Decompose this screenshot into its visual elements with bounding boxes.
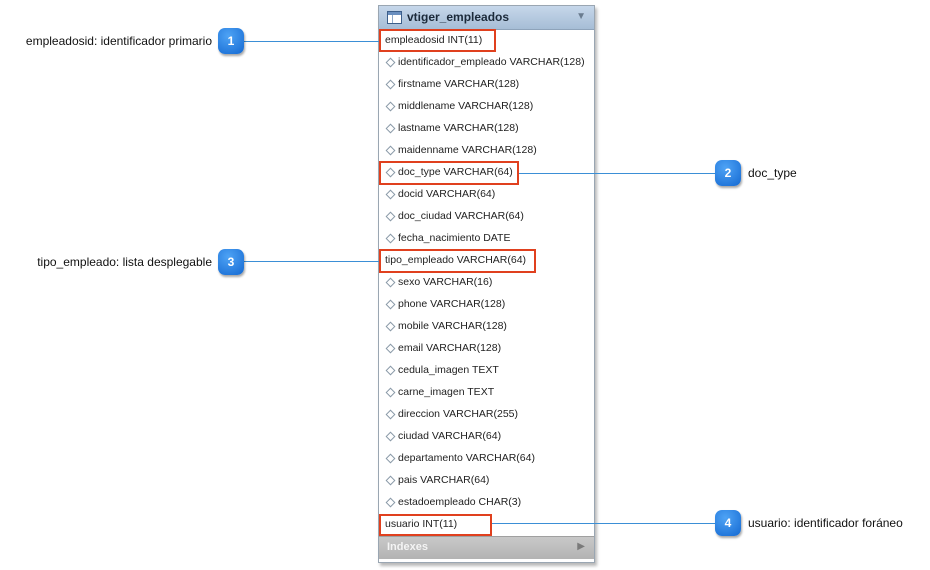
column-diamond-icon [385,299,396,310]
column-diamond-icon [385,145,396,156]
callout-marker-4[interactable]: 4 [715,510,741,536]
indexes-section[interactable]: Indexes ▶ [379,536,594,559]
column-definition: estadoempleado CHAR(3) [398,496,522,508]
table-column-row[interactable]: firstname VARCHAR(128) [379,74,594,96]
column-definition: doc_type VARCHAR(64) [398,166,513,178]
column-diamond-icon [385,79,396,90]
column-definition: docid VARCHAR(64) [398,188,496,200]
column-diamond-icon [385,475,396,486]
column-definition: ciudad VARCHAR(64) [398,430,502,442]
column-diamond-icon [385,497,396,508]
table-icon [387,11,402,24]
callout-marker-2[interactable]: 2 [715,160,741,186]
table-column-row[interactable]: mobile VARCHAR(128) [379,316,594,338]
column-definition: email VARCHAR(128) [398,342,502,354]
column-definition: pais VARCHAR(64) [398,474,490,486]
table-column-row[interactable]: doc_type VARCHAR(64) [379,162,594,184]
column-definition: sexo VARCHAR(16) [398,276,493,288]
table-column-row[interactable]: tipo_empleado VARCHAR(64) [379,250,594,272]
table-column-row[interactable]: sexo VARCHAR(16) [379,272,594,294]
table-column-row[interactable]: estadoempleado CHAR(3) [379,492,594,514]
table-column-row[interactable]: ciudad VARCHAR(64) [379,426,594,448]
connector-line-3 [244,261,379,262]
column-diamond-icon [385,211,396,222]
column-diamond-icon [385,409,396,420]
column-definition: tipo_empleado VARCHAR(64) [385,254,527,266]
indexes-label: Indexes [387,541,428,553]
expand-arrow-icon[interactable]: ▶ [577,541,585,552]
column-diamond-icon [385,189,396,200]
column-definition: carne_imagen TEXT [398,386,495,398]
table-column-row[interactable]: phone VARCHAR(128) [379,294,594,316]
column-definition: fecha_nacimiento DATE [398,232,511,244]
table-column-row[interactable]: identificador_empleado VARCHAR(128) [379,52,594,74]
table-column-row[interactable]: empleadosid INT(11) [379,30,594,52]
connector-line-1 [244,41,379,42]
column-definition: doc_ciudad VARCHAR(64) [398,210,524,222]
table-column-row[interactable]: middlename VARCHAR(128) [379,96,594,118]
table-column-row[interactable]: lastname VARCHAR(128) [379,118,594,140]
column-diamond-icon [385,57,396,68]
column-diamond-icon [385,233,396,244]
table-column-row[interactable]: fecha_nacimiento DATE [379,228,594,250]
column-definition: usuario INT(11) [385,518,458,530]
column-definition: firstname VARCHAR(128) [398,78,520,90]
table-column-row[interactable]: cedula_imagen TEXT [379,360,594,382]
table-column-row[interactable]: usuario INT(11) [379,514,594,536]
column-diamond-icon [385,277,396,288]
table-box-vtiger-empleados: vtiger_empleados ▼ empleadosid INT(11) id… [378,5,595,563]
column-diamond-icon [385,431,396,442]
column-definition: cedula_imagen TEXT [398,364,499,376]
table-column-row[interactable]: docid VARCHAR(64) [379,184,594,206]
column-diamond-icon [385,123,396,134]
column-definition: phone VARCHAR(128) [398,298,506,310]
table-column-row[interactable]: carne_imagen TEXT [379,382,594,404]
column-diamond-icon [385,101,396,112]
table-column-row[interactable]: email VARCHAR(128) [379,338,594,360]
highlight-box-usuario [379,514,492,536]
highlight-box-doc-type [379,161,519,185]
column-diamond-icon [385,343,396,354]
collapse-arrow-icon[interactable]: ▼ [576,11,586,22]
column-definition: lastname VARCHAR(128) [398,122,519,134]
table-title: vtiger_empleados [407,10,510,24]
column-definition: maidenname VARCHAR(128) [398,144,537,156]
connector-line-2 [519,173,715,174]
column-diamond-icon [385,453,396,464]
column-definition: middlename VARCHAR(128) [398,100,534,112]
callout-marker-3[interactable]: 3 [218,249,244,275]
table-column-row[interactable]: maidenname VARCHAR(128) [379,140,594,162]
table-column-row[interactable]: direccion VARCHAR(255) [379,404,594,426]
table-column-row[interactable]: doc_ciudad VARCHAR(64) [379,206,594,228]
callout-label-2: doc_type [748,166,797,180]
callout-label-3: tipo_empleado: lista desplegable [37,255,212,269]
highlight-box-tipo-empleado [379,249,536,273]
column-diamond-icon [385,387,396,398]
column-definition: direccion VARCHAR(255) [398,408,519,420]
callout-label-4: usuario: identificador foráneo [748,516,903,530]
column-definition: identificador_empleado VARCHAR(128) [398,56,585,68]
table-column-row[interactable]: pais VARCHAR(64) [379,470,594,492]
column-diamond-icon [385,321,396,332]
connector-line-4 [492,523,715,524]
column-diamond-icon [385,365,396,376]
column-definition: mobile VARCHAR(128) [398,320,507,332]
table-header[interactable]: vtiger_empleados ▼ [379,6,594,30]
callout-label-1: empleadosid: identificador primario [25,34,212,48]
table-column-row[interactable]: departamento VARCHAR(64) [379,448,594,470]
callout-marker-1[interactable]: 1 [218,28,244,54]
column-definition: departamento VARCHAR(64) [398,452,535,464]
column-definition: empleadosid INT(11) [385,34,483,46]
highlight-box-empleadosid [379,29,496,52]
